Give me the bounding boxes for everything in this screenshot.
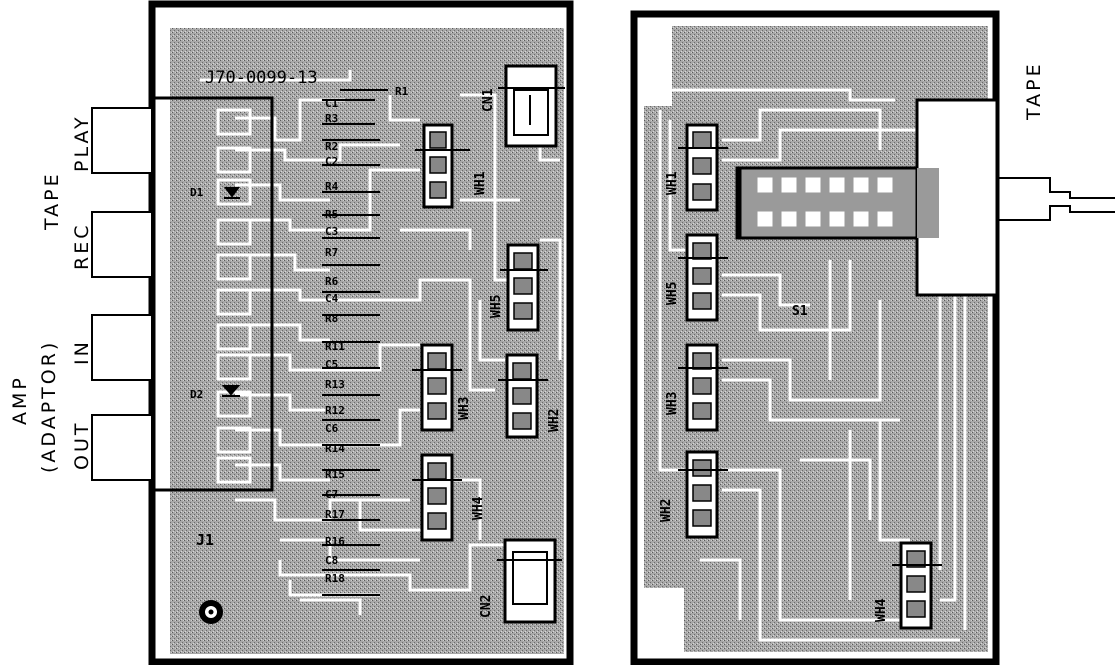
- label-wh5-right: WH5: [665, 282, 680, 305]
- left-resistor-lines: [322, 89, 388, 596]
- label-r17: R17: [325, 508, 345, 521]
- label-r6: R6: [325, 275, 339, 288]
- label-s1: S1: [792, 304, 808, 319]
- label-r13: R13: [325, 378, 345, 391]
- label-r1: R1: [395, 85, 409, 98]
- diode-d1-symbol: [224, 187, 240, 199]
- mounting-hole: [199, 600, 223, 624]
- label-r18: R18: [325, 572, 345, 585]
- label-wh4-right: WH4: [874, 598, 889, 622]
- label-c6: C6: [325, 422, 339, 435]
- label-r14: R14: [325, 442, 345, 455]
- label-r7: R7: [325, 246, 338, 259]
- label-c4: C4: [325, 292, 339, 305]
- label-wh4-left: WH4: [471, 496, 486, 520]
- left-board-traces: [200, 70, 562, 615]
- label-wh2-right: WH2: [659, 499, 674, 522]
- right-wh5-header: [678, 233, 728, 322]
- jack-side-labels: PLAY TAPE REC IN (ADAPTOR) AMP OUT: [9, 114, 93, 473]
- part-number-label: J70-0099-13: [205, 68, 318, 88]
- left-board: J70-0099-13 R1 C1 R3 R2 C2 R4 R5 C3 R7 R…: [9, 0, 574, 665]
- cn1-connector: [498, 64, 565, 148]
- label-wh5-left: WH5: [489, 295, 504, 318]
- label-cn2: CN2: [479, 595, 494, 618]
- label-r4: R4: [325, 180, 339, 193]
- label-cn1: CN1: [481, 88, 496, 112]
- right-wh3-header: [678, 343, 728, 432]
- jack-block-outline: [150, 96, 274, 492]
- label-c5: C5: [325, 358, 338, 371]
- diode-d2-symbol: [221, 385, 241, 397]
- label-r15: R15: [325, 468, 345, 481]
- right-rotated-labels: WH1 WH5 WH3 WH2 WH4: [659, 171, 889, 622]
- label-r11: R11: [325, 340, 345, 353]
- cn2-connector: [497, 538, 562, 624]
- label-r2: R2: [325, 140, 338, 153]
- label-c7: C7: [325, 488, 338, 501]
- right-board-blank-bottom: [644, 588, 684, 652]
- right-wh4-header: [892, 541, 942, 630]
- label-wh3-right: WH3: [665, 392, 680, 415]
- label-c3: C3: [325, 225, 338, 238]
- label-rec: REC: [71, 223, 93, 270]
- label-c8: C8: [325, 554, 338, 567]
- label-r8: R8: [325, 312, 338, 325]
- label-r5: R5: [325, 208, 338, 221]
- jack-tabs: [91, 107, 153, 481]
- left-wh5-header: [500, 243, 548, 332]
- label-tape-right: TAPE: [1023, 61, 1045, 121]
- left-rotated-labels: CN1 WH1 WH5 WH3 WH2 WH4 CN2: [457, 88, 562, 618]
- label-wh3-left: WH3: [457, 397, 472, 420]
- left-wh1-header: [415, 123, 470, 209]
- right-board-blank-top: [644, 26, 672, 106]
- right-wh2-header: [678, 450, 728, 539]
- label-wh1-left: WH1: [473, 171, 488, 195]
- label-amp: AMP: [9, 375, 31, 425]
- label-j1: J1: [196, 531, 214, 549]
- label-r16: R16: [325, 535, 345, 548]
- left-wh4-header: [412, 453, 462, 542]
- left-component-labels: R1 C1 R3 R2 C2 R4 R5 C3 R7 R6 C4 R8 R11 …: [190, 85, 409, 585]
- label-c2: C2: [325, 155, 338, 168]
- left-wh3-header: [412, 343, 462, 432]
- right-board: WH1 WH5 WH3 WH2 WH4 S1 TAPE: [630, 10, 1115, 665]
- label-r12: R12: [325, 404, 345, 417]
- label-wh1-right: WH1: [665, 171, 680, 195]
- switch-s1: [735, 98, 999, 297]
- label-play: PLAY: [71, 114, 93, 172]
- label-r3: R3: [325, 112, 338, 125]
- label-in: IN: [71, 339, 93, 365]
- label-c1: C1: [325, 97, 339, 110]
- right-wh1-header: [678, 123, 728, 212]
- label-tape-left: TAPE: [41, 171, 63, 231]
- label-d1: D1: [190, 186, 204, 199]
- label-out: OUT: [71, 421, 93, 470]
- label-adaptor: (ADAPTOR): [38, 340, 60, 473]
- tape-plug: [997, 177, 1115, 221]
- label-wh2-left: WH2: [547, 409, 562, 432]
- left-wh2-header: [498, 353, 548, 439]
- label-d2: D2: [190, 388, 203, 401]
